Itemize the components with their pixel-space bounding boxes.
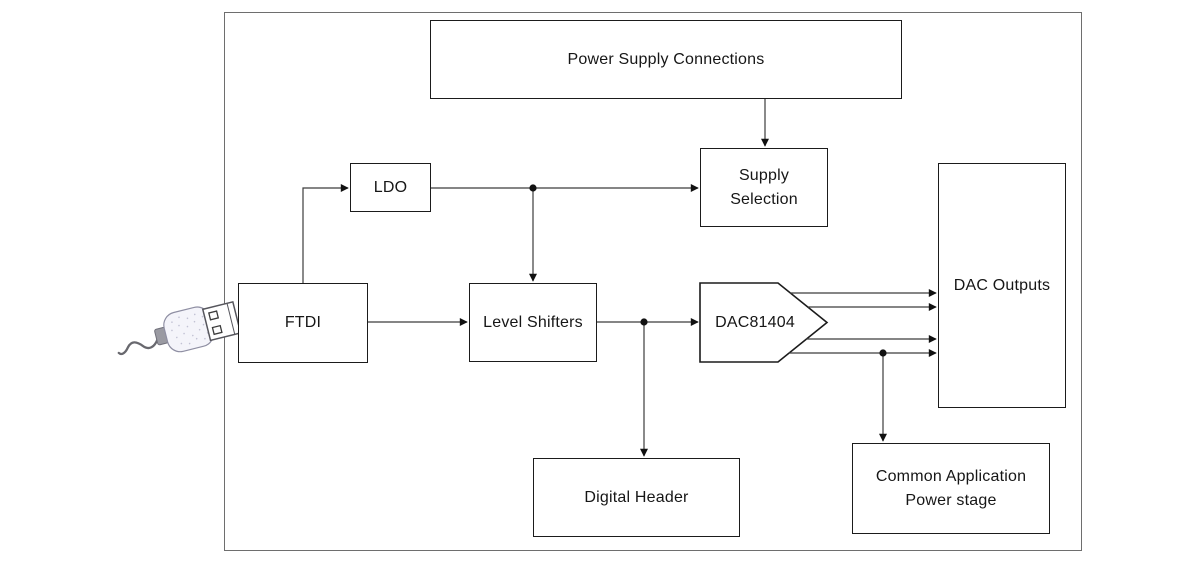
usb-metal-shell — [201, 300, 242, 342]
usb-cable — [117, 338, 159, 356]
block-label: LDO — [373, 178, 408, 196]
usb-contact-hole — [211, 324, 223, 336]
wires — [302, 99, 937, 457]
usb-connector-icon — [117, 300, 242, 356]
block-ldo: LDO — [350, 163, 431, 212]
block-label: Supply Selection — [730, 167, 798, 208]
board-outline — [224, 12, 1082, 551]
junction-dot — [529, 184, 537, 192]
block-label: FTDI — [284, 314, 322, 332]
usb-body-texture — [171, 313, 209, 345]
junction-dot — [640, 318, 648, 326]
block-label: DAC Outputs — [953, 276, 1051, 294]
block-label: Level Shifters — [483, 313, 583, 331]
block-common-application-power-stage: Common Application Power stage — [852, 443, 1050, 534]
usb-contact-hole — [208, 310, 220, 321]
block-supply-selection: Supply Selection — [700, 148, 828, 227]
usb-shell-edge — [226, 303, 236, 335]
block-dac81404-label: DAC81404 — [702, 283, 808, 362]
wire-ftdi-to-ldo — [302, 184, 349, 283]
block-label: Common Application Power stage — [875, 468, 1027, 509]
block-label: Power Supply Connections — [567, 50, 765, 68]
block-level-shifters: Level Shifters — [469, 283, 597, 362]
block-power-supply-connections: Power Supply Connections — [430, 20, 902, 99]
wire-junction-dots — [529, 184, 887, 357]
block-dac-outputs: DAC Outputs — [938, 163, 1066, 408]
block-label: Digital Header — [584, 488, 689, 506]
dac81404-shape — [699, 282, 829, 363]
block-digital-header: Digital Header — [533, 458, 740, 537]
junction-dot — [879, 349, 887, 357]
block-label: DAC81404 — [715, 313, 795, 331]
block-ftdi: FTDI — [238, 283, 368, 363]
